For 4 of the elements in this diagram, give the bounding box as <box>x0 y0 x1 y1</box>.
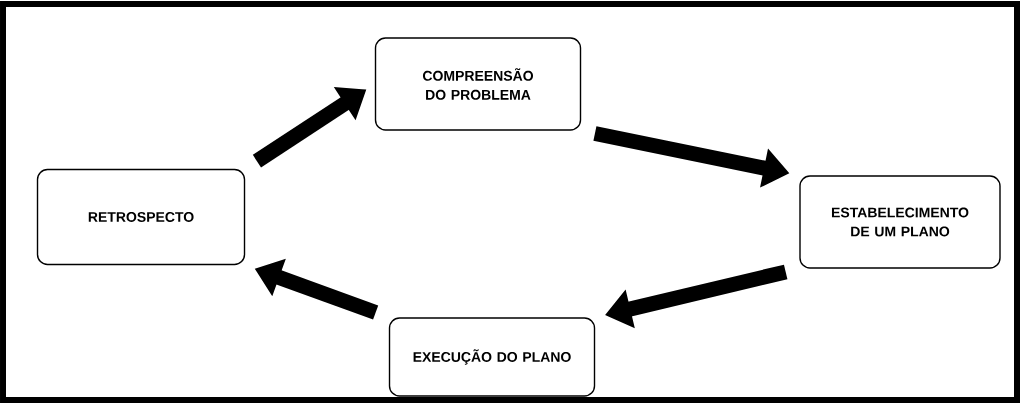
process-box: EXECUÇÃO DO PLANO <box>388 317 596 397</box>
process-box: RETROSPECTO <box>36 168 246 266</box>
process-box: COMPREENSÃO DO PROBLEMA <box>374 37 582 131</box>
process-box: ESTABELECIMENTO DE UM PLANO <box>799 175 1001 269</box>
